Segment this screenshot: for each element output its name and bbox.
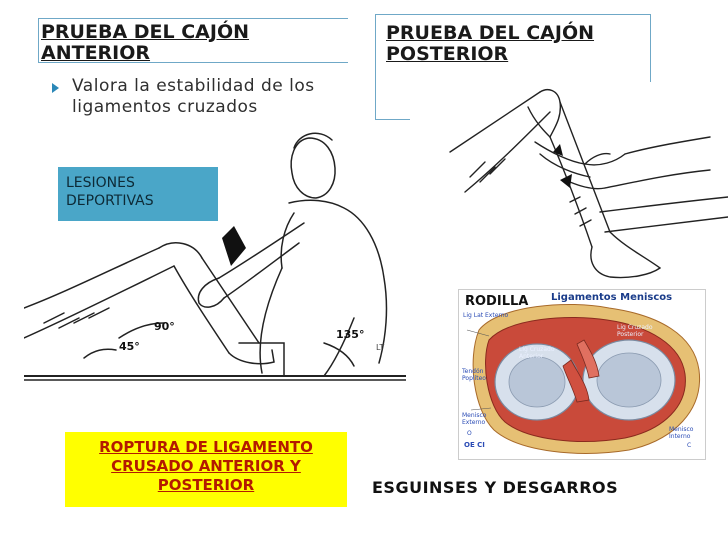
knee-label-menisco-interno: Menisco Interno	[669, 426, 694, 440]
lesiones-line1: LESIONES	[66, 175, 135, 191]
lesiones-deportivas-box: LESIONES DEPORTIVAS	[58, 167, 218, 221]
knee-label-lig-cruzado-anterior: Lig Cruzado Anterior	[519, 346, 555, 360]
knee-title: RODILLA	[465, 294, 529, 309]
knee-label-tendon-popliteo: Tendón Poplíteo	[462, 368, 486, 382]
rupture-caption-text: ROPTURA DE LIGAMENTO CRUSADO ANTERIOR Y …	[99, 438, 313, 494]
posterior-drawer-illustration	[410, 82, 728, 287]
knee-label-c: C	[687, 442, 692, 449]
angle-45-label: 45°	[119, 340, 140, 353]
title-anterior-line1: PRUEBA DEL CAJÓN	[41, 21, 250, 43]
knee-heading: Ligamentos Meniscos	[551, 292, 673, 303]
knee-label-menisco-externo: Menisco Externo	[462, 412, 487, 426]
knee-label-oe-ci: OE CI	[464, 441, 485, 449]
rupture-caption-box: ROPTURA DE LIGAMENTO CRUSADO ANTERIOR Y …	[65, 432, 347, 507]
esguinces-caption: ESGUINSES Y DESGARROS	[372, 478, 619, 497]
knee-label-lig-lat-externo: Lig Lat Externo	[463, 312, 509, 319]
title-posterior-line2: POSTERIOR	[386, 43, 509, 65]
title-posterior-line1: PRUEBA DEL CAJÓN	[386, 22, 595, 44]
bullet-text: Valora la estabilidad de los ligamentos …	[72, 76, 315, 117]
knee-anatomy-illustration: RODILLA Ligamentos Meniscos Lig Lat Exte…	[458, 289, 706, 460]
angle-90-label: 90°	[154, 320, 175, 333]
knee-label-o: O	[467, 430, 472, 437]
knee-label-lig-cruzado-posterior: Lig Cruzado Posterior	[617, 324, 653, 338]
angle-135-label: 135°	[336, 328, 364, 341]
title-anterior-line2: ANTERIOR	[41, 42, 151, 64]
artist-signature: LT	[376, 343, 384, 352]
bullet-arrow-icon	[52, 83, 59, 93]
title-anterior-box: PRUEBA DEL CAJÓN ANTERIOR	[38, 18, 348, 64]
anterior-drawer-illustration: 90° 45° 135° LT	[24, 132, 406, 381]
lesiones-line2: DEPORTIVAS	[66, 193, 154, 209]
